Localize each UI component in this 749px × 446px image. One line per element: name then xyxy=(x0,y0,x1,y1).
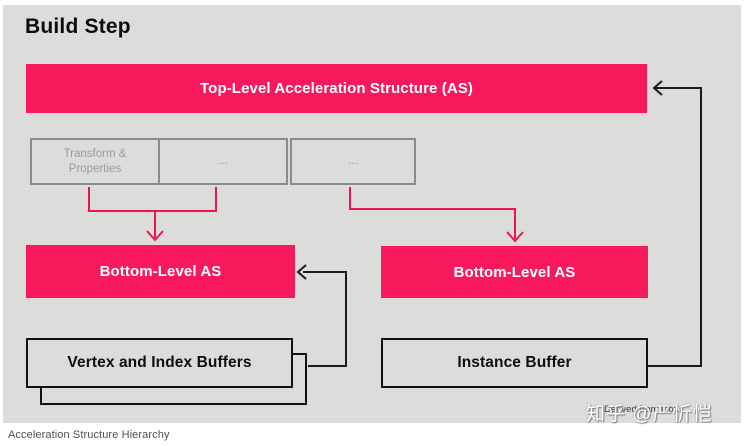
bottom-level-as-left-label: Bottom-Level AS xyxy=(99,263,222,280)
zhihu-watermark: 知乎 @严忻恺 xyxy=(586,404,713,425)
vertex-index-buffers-box: Vertex and Index Buffers xyxy=(26,338,293,388)
instance-cell-ellipsis-1: ... xyxy=(158,138,288,185)
top-level-as-box: Top-Level Acceleration Structure (AS) xyxy=(26,64,647,113)
instance-cell-transform-properties: Transform & Properties xyxy=(30,138,160,185)
figure-caption: Acceleration Structure Hierarchy xyxy=(8,429,170,441)
bottom-level-as-left-box: Bottom-Level AS xyxy=(26,245,295,298)
instance-descriptor-row: Transform & Properties ... ... xyxy=(30,138,416,185)
instance-buffer-label: Instance Buffer xyxy=(457,354,572,371)
bottom-level-as-right-label: Bottom-Level AS xyxy=(453,263,576,281)
page-title: Build Step xyxy=(25,15,131,38)
instance-buffer-box: Instance Buffer xyxy=(381,338,648,388)
attribution-text: Derived from Icons xyxy=(604,404,684,415)
top-level-as-label: Top-Level Acceleration Structure (AS) xyxy=(200,80,473,97)
bottom-level-as-right-box: Bottom-Level AS xyxy=(381,246,648,298)
vertex-index-buffers-label: Vertex and Index Buffers xyxy=(67,354,252,371)
instance-cell-ellipsis-2: ... xyxy=(290,138,416,185)
